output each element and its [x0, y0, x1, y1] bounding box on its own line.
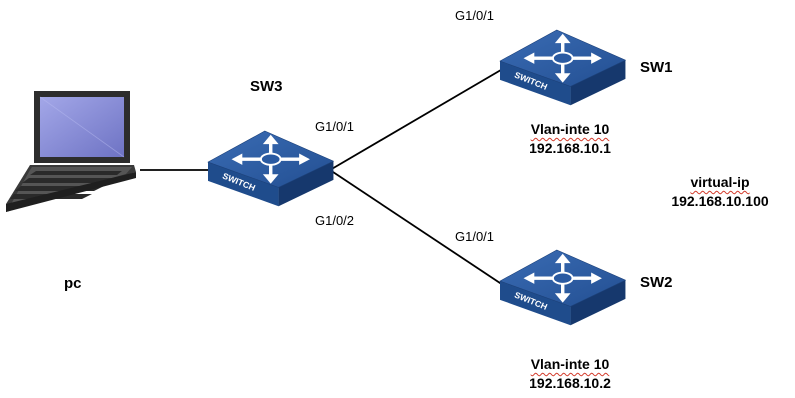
sw2-ip: 192.168.10.2	[529, 375, 611, 391]
switch-sw1-icon[interactable]: SWITCH	[498, 28, 628, 107]
pc-name: pc	[64, 275, 82, 292]
virtual-ip-label: virtual-ip	[690, 174, 750, 190]
virtual-ip-address: 192.168.10.100	[671, 193, 769, 209]
sw3-port-down: G1/0/2	[315, 213, 355, 228]
sw1-info: Vlan-inte 10 192.168.10.1	[495, 120, 645, 158]
sw1-vlan: Vlan-inte 10	[530, 121, 610, 137]
sw1-ip: 192.168.10.1	[529, 140, 611, 156]
switch-sw2-icon[interactable]: SWITCH	[498, 248, 628, 327]
sw2-vlan: Vlan-inte 10	[530, 356, 610, 372]
switch-sw3-icon[interactable]: SWITCH	[206, 129, 336, 208]
sw1-port: G1/0/1	[455, 8, 495, 23]
sw3-port-up: G1/0/1	[315, 119, 355, 134]
sw2-name: SW2	[640, 274, 673, 291]
links	[140, 66, 507, 288]
link-sw3-sw1	[329, 66, 507, 171]
virtual-ip-block: virtual-ip 192.168.10.100	[645, 173, 795, 211]
sw2-info: Vlan-inte 10 192.168.10.2	[495, 355, 645, 393]
sw3-name: SW3	[250, 78, 283, 95]
sw2-port: G1/0/1	[455, 229, 495, 244]
link-sw3-sw2	[329, 169, 507, 288]
sw1-name: SW1	[640, 59, 673, 76]
laptop-icon[interactable]	[6, 91, 136, 212]
